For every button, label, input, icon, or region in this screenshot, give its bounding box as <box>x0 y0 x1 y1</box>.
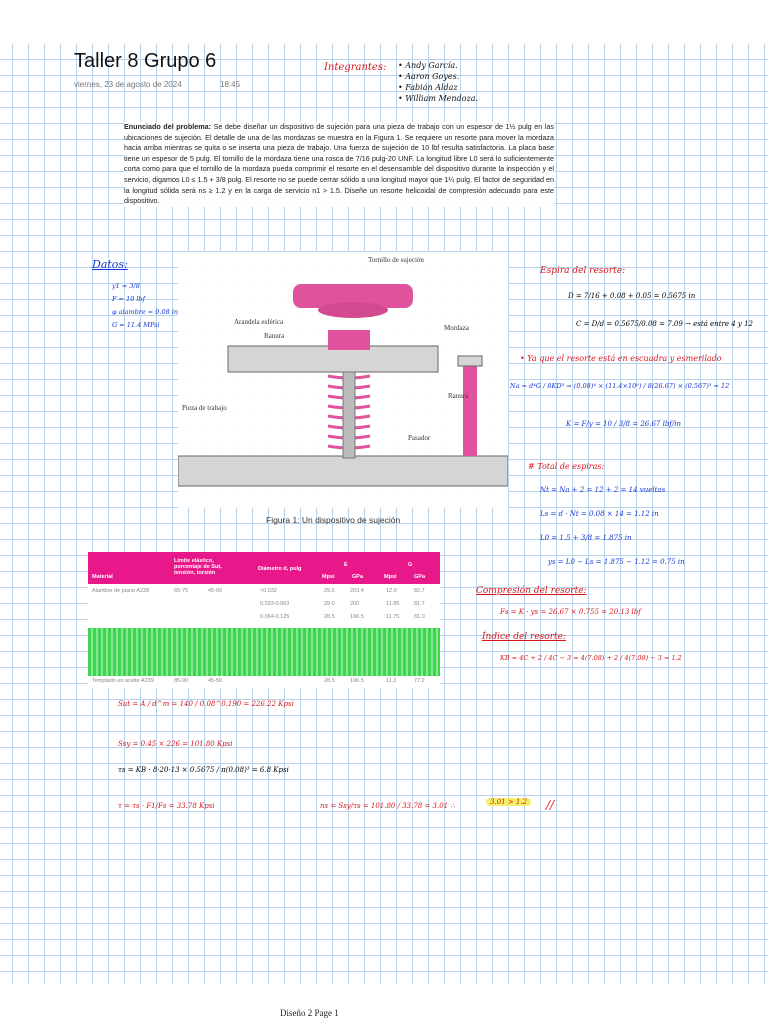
calc-line: Compresión del resorte: <box>476 586 587 596</box>
calc-line: Espira del resorte: <box>540 266 626 276</box>
member-item: Fabián Aldaz <box>398 82 478 93</box>
calc-line: Sut = A / d^m = 140 / 0.08^0.190 = 226.2… <box>118 700 294 708</box>
label-ranura-right: Ranura <box>448 392 469 400</box>
label-pieza: Pieza de trabajo <box>182 404 227 412</box>
cell: <0.032 <box>260 588 277 594</box>
cell: 196.5 <box>350 678 364 684</box>
calc-line: ns = Ssy/τs = 101.80 / 33.78 = 3.01 ∴ <box>320 802 455 810</box>
datos-item: y1 = 3/8 <box>112 282 140 290</box>
member-item: Aaron Goyes. <box>398 71 478 82</box>
label-tornillo: Tornillo de sujeción <box>368 256 424 264</box>
cell: Alambre de piano A228 <box>92 588 150 594</box>
members-list: Andy García. Aaron Goyes. Fabián Aldaz W… <box>398 60 478 104</box>
calc-line: L0 = 1.5 + 3/8 = 1.875 in <box>540 534 632 542</box>
cell: 203.4 <box>350 588 364 594</box>
calc-line: D = 7/16 + 0.08 + 0.05 = 0.5675 in <box>568 292 696 300</box>
datos-item: φ alambre = 0.08 in <box>112 308 179 316</box>
member-item: Andy García. <box>398 60 478 71</box>
cell: 11.85 <box>386 601 400 607</box>
cell: 200 <box>350 601 360 607</box>
calc-line: τs = KB · 8·20·13 × 0.5675 / π(0.08)³ = … <box>118 766 289 774</box>
table-header: Material Límite elástico, porcentaje de … <box>88 554 440 584</box>
cell: Templado en aceite A239 <box>92 678 154 684</box>
cell: 82.7 <box>414 588 425 594</box>
calc-line: ys = L0 − Ls = 1.875 − 1.12 = 0.75 in <box>548 558 685 566</box>
col-g-mpsi: Mpsi <box>384 574 397 580</box>
group-e: E <box>344 562 348 568</box>
col-diametro: Diámetro d, pulg <box>258 566 302 572</box>
green-highlight <box>88 628 440 676</box>
cell: 77.2 <box>414 678 425 684</box>
label-mordaza: Mordaza <box>444 324 469 332</box>
page-date: viernes, 23 de agosto de 2024 <box>74 80 182 89</box>
cell: 12.0 <box>386 588 397 594</box>
col-e-mpsi: Mpsi <box>322 574 335 580</box>
member-item: William Mendoza. <box>398 93 478 104</box>
figure-caption: Figura 1: Un dispositivo de sujeción <box>266 515 401 525</box>
cell: 0.064-0.125 <box>260 614 290 620</box>
problem-heading: Enunciado del problema: <box>124 122 211 131</box>
datos-item: F = 10 lbf <box>112 295 146 303</box>
label-pasador: Pasador <box>408 434 431 442</box>
calc-line: Ssy = 0.45 × 226 = 101.80 Kpsi <box>118 740 233 748</box>
cell: 0.033-0.063 <box>260 601 290 607</box>
calc-line: C = D/d = 0.5675/0.08 = 7.09 → está entr… <box>576 320 753 328</box>
result-highlight: 3.01 > 1.2 <box>486 798 532 806</box>
problem-text: Se debe diseñar un dispositivo de sujeci… <box>124 122 554 206</box>
label-arandela: Arandela esférica <box>234 318 284 326</box>
calc-line: Índice del resorte: <box>482 632 566 642</box>
page-time: 18:45 <box>220 80 241 89</box>
col-g-gpa: GPa <box>414 574 426 580</box>
group-g: G <box>408 562 413 568</box>
cell: 65-75 <box>174 588 189 594</box>
calc-line: Na = d⁴G / 8KD³ = (0.08)⁴ × (11.4×10⁶) /… <box>510 382 730 390</box>
page-footer: Diseño 2 Page 1 <box>280 1008 339 1018</box>
calc-line: τ = τs · F1/Fs = 33.78 Kpsi <box>118 802 215 810</box>
datos-title: Datos: <box>92 258 128 271</box>
integrantes-label: Integrantes: <box>324 62 387 73</box>
cell: 81.0 <box>414 614 425 620</box>
calc-line: • Ya que el resorte está en escuadra y e… <box>520 354 722 363</box>
cell: 45-50 <box>208 678 223 684</box>
calc-line: Nt = Na + 2 = 12 + 2 = 14 vueltas <box>540 486 666 494</box>
calc-line: # Total de espiras: <box>528 462 605 471</box>
end-mark: // <box>546 798 555 812</box>
calc-line: Fs = K · ys = 26.67 × 0.755 = 20.13 lbf <box>500 608 641 616</box>
problem-statement: Enunciado del problema: Se debe diseñar … <box>124 122 554 207</box>
spring-material-table: Material Límite elástico, porcentaje de … <box>88 552 440 688</box>
clamp-figure: Tornillo de sujeción Arandela esférica R… <box>177 252 509 508</box>
cell: 29.5 <box>324 588 335 594</box>
col-e-gpa: GPa <box>352 574 364 580</box>
col-limite: Límite elástico, porcentaje de Sut, tens… <box>174 558 222 576</box>
col-material: Material <box>92 574 113 580</box>
cell: 85-90 <box>174 678 189 684</box>
cell: 11.2 <box>386 678 397 684</box>
datos-item: G = 11.4 MPsi <box>112 321 160 329</box>
cell: 29.0 <box>324 601 335 607</box>
cell: 45-60 <box>208 588 223 594</box>
page-title: Taller 8 Grupo 6 <box>74 50 217 72</box>
cell: 196.5 <box>350 614 364 620</box>
clamp-drawing <box>177 284 509 487</box>
datos-list: y1 = 3/8 F = 10 lbf φ alambre = 0.08 in … <box>112 280 178 332</box>
calc-line: KB = 4C + 2 / 4C − 3 = 4(7.08) + 2 / 4(7… <box>500 654 682 662</box>
cell: 28.5 <box>324 614 335 620</box>
cell: 11.75 <box>386 614 400 620</box>
calc-line: K = F/y = 10 / 3/8 = 26.67 lbf/in <box>566 420 682 428</box>
calc-line: Ls = d · Nt = 0.08 × 14 = 1.12 in <box>540 510 659 518</box>
cell: 28.5 <box>324 678 335 684</box>
label-ranura-left: Ranura <box>264 332 285 340</box>
cell: 81.7 <box>414 601 425 607</box>
